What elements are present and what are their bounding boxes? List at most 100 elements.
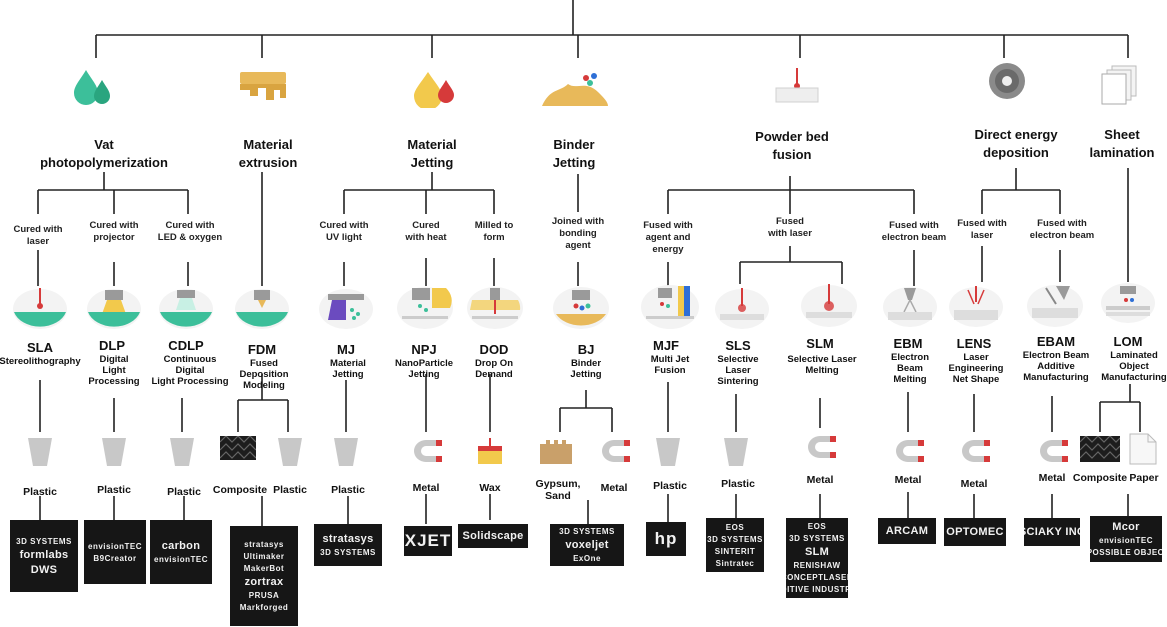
sub-label-bonding-agent: Joined with bonding agent [551, 216, 605, 251]
slm-process-icon [801, 284, 857, 327]
process-abbr-lens: LENS [956, 336, 992, 351]
logo-text: 3D SYSTEMS [320, 548, 376, 557]
powder-pile-icon [542, 73, 608, 106]
logo-text: IMPOSSIBLE OBJECTS [1090, 548, 1162, 557]
logo-block-lom: Mcor envisionTEC IMPOSSIBLE OBJECTS [1090, 516, 1162, 562]
logo-text: 3D SYSTEMS [707, 534, 763, 544]
plastic-cup-icon [170, 438, 194, 466]
category-material-extrusion: Material extrusion [238, 137, 298, 170]
logo-text: DWS [30, 563, 58, 576]
logo-text: CONCEPTLASER [786, 573, 848, 582]
logo-text: ExOne [573, 554, 601, 563]
logo-block-sls: EOS 3D SYSTEMS SINTERIT Sintratec [706, 518, 764, 572]
logo-text: PRUSA [248, 591, 280, 600]
process-abbr-sls: SLS [725, 338, 751, 353]
process-full-cdlp: Continuous Digital Light Processing [151, 354, 229, 387]
category-binder-jetting: Binder Jetting [552, 137, 596, 170]
metal-magnet-icon [602, 440, 630, 462]
logo-text: MakerBot [243, 564, 285, 573]
cdlp-process-icon [159, 289, 213, 329]
logo-text: Mcor [1112, 521, 1140, 533]
sub-label-fused-laser: Fused with laser [768, 216, 812, 239]
process-abbr-mjf: MJF [653, 338, 679, 353]
material-label: Composite [1072, 472, 1128, 484]
sub-label-cured-uv: Cured with UV light [319, 220, 369, 243]
wire-spool-icon [989, 63, 1025, 99]
bj-process-icon [553, 287, 609, 329]
process-full-lom: Laminated Object Manufacturing [1101, 350, 1167, 383]
process-full-bj: Binder Jetting [570, 358, 602, 380]
ebm-process-icon [883, 287, 937, 327]
logo-text: OPTOMEC [946, 526, 1004, 538]
stacked-sheets-icon [1101, 65, 1137, 105]
process-full-sla: Stereolithography [0, 356, 81, 367]
logo-text: envisionTEC [1099, 536, 1153, 545]
material-label: Plastic [97, 484, 131, 496]
sls-process-icon [715, 288, 769, 329]
sub-label-cured-laser: Cured with laser [13, 224, 63, 247]
process-abbr-dlp: DLP [99, 338, 125, 353]
logo-text: envisionTEC [154, 555, 208, 564]
process-abbr-ebam: EBAM [1036, 334, 1076, 349]
logo-block-ebm: ARCAM [878, 518, 936, 544]
logo-text: SLM [804, 546, 830, 558]
logo-block-fdm: stratasys Ultimaker MakerBot zortrax PRU… [230, 526, 298, 626]
logo-block-mjf: hp [646, 522, 686, 556]
logo-block-ebam: SCIAKY INC [1024, 518, 1080, 546]
logo-text: Solidscape [462, 530, 524, 542]
material-label: Composite [212, 484, 268, 496]
composite-sample-icon [220, 436, 256, 460]
process-full-ebam: Electron Beam Additive Manufacturing [1022, 350, 1090, 383]
logo-block-slm: EOS 3D SYSTEMS SLM RENISHAW CONCEPTLASER… [786, 518, 848, 598]
droplets-icon [74, 70, 110, 105]
mjf-process-icon [641, 285, 699, 329]
sla-process-icon [13, 288, 67, 329]
metal-magnet-icon [962, 440, 990, 462]
process-full-dlp: Digital Light Processing [88, 354, 140, 387]
process-full-fdm: Fused Deposition Modeling [239, 358, 289, 391]
plastic-cup-icon [724, 438, 748, 466]
sub-label-fused-electron-beam: Fused with electron beam [881, 220, 947, 243]
sub-label-ded-electron-beam: Fused with electron beam [1029, 218, 1095, 241]
npj-process-icon [397, 287, 453, 329]
process-abbr-npj: NPJ [411, 342, 437, 357]
logo-block-dlp: envisionTEC B9Creator [84, 520, 146, 584]
logo-block-cdlp: carbon envisionTEC [150, 520, 212, 584]
category-direct-energy-deposition: Direct energy deposition [974, 127, 1058, 160]
material-label: Paper [1129, 472, 1159, 484]
material-label: Plastic [23, 486, 57, 498]
logo-block-mj: stratasys 3D SYSTEMS [314, 524, 382, 566]
material-label: Plastic [653, 480, 687, 492]
logo-text: envisionTEC [88, 541, 142, 551]
logo-text: voxeljet [565, 539, 609, 551]
process-abbr-sla: SLA [27, 340, 53, 355]
plastic-cup-icon [278, 438, 302, 466]
process-abbr-fdm: FDM [247, 342, 277, 357]
process-full-lens: Laser Engineering Net Shape [948, 352, 1004, 385]
category-material-jetting: Material Jetting [407, 137, 457, 170]
ebam-process-icon [1027, 285, 1083, 327]
material-label: Metal [806, 474, 834, 486]
process-full-ebm: Electron Beam Melting [890, 352, 930, 385]
logo-text: EOS [807, 522, 827, 531]
logo-text: 3D SYSTEMS [789, 534, 845, 543]
logo-text: XJET [404, 531, 452, 550]
paper-sheet-icon [1129, 433, 1157, 465]
plastic-cup-icon [102, 438, 126, 466]
material-label: Metal [412, 482, 440, 494]
metal-magnet-icon [414, 440, 442, 462]
sand-castle-icon [540, 440, 572, 464]
process-full-npj: NanoParticle Jetting [394, 358, 454, 380]
fdm-process-icon [235, 289, 289, 329]
material-label: Metal [600, 482, 628, 494]
logo-block-bj: 3D SYSTEMS voxeljet ExOne [550, 524, 624, 566]
process-abbr-cdlp: CDLP [168, 338, 204, 353]
extrusion-layers-icon [240, 72, 286, 100]
plastic-cup-icon [656, 438, 680, 466]
logo-text: stratasys [322, 533, 374, 545]
logo-text: SCIAKY INC [1024, 526, 1080, 538]
lom-process-icon [1101, 283, 1155, 323]
logo-text: carbon [161, 540, 201, 552]
